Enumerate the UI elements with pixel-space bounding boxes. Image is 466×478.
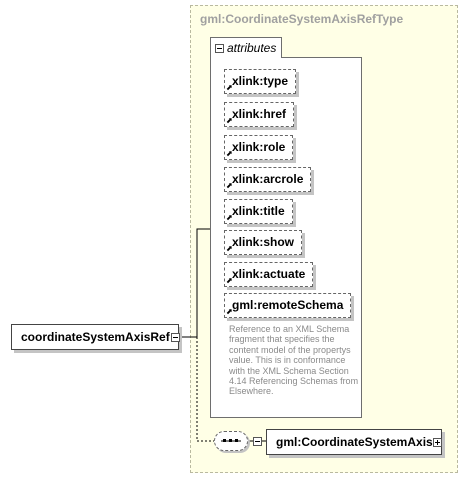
reference-arrow-icon: ⬈ <box>226 181 233 190</box>
attribute-gml-remote-schema[interactable]: gml:remoteSchema ⬈ <box>224 293 352 318</box>
attribute-xlink-type[interactable]: xlink:type ⬈ <box>224 69 297 94</box>
child-element-box[interactable]: gml:CoordinateSystemAxis <box>266 429 442 455</box>
reference-arrow-icon: ⬈ <box>226 116 233 125</box>
attribute-xlink-actuate[interactable]: xlink:actuate ⬈ <box>224 262 314 287</box>
reference-arrow-icon: ⬈ <box>226 83 233 92</box>
attribute-xlink-show[interactable]: xlink:show ⬈ <box>224 230 303 255</box>
attribute-xlink-href[interactable]: xlink:href ⬈ <box>224 102 295 127</box>
attribute-name: xlink:arcrole <box>232 172 304 186</box>
attribute-name: xlink:type <box>232 74 289 88</box>
attributes-label: attributes <box>227 41 277 55</box>
root-element-label: coordinateSystemAxisRef <box>21 330 170 344</box>
attribute-name: xlink:href <box>232 107 287 121</box>
child-element-label: gml:CoordinateSystemAxis <box>276 435 433 449</box>
collapse-icon[interactable] <box>215 43 224 53</box>
complex-type-title: gml:CoordinateSystemAxisRefType <box>200 12 404 26</box>
attribute-xlink-role[interactable]: xlink:role ⬈ <box>224 135 294 160</box>
attribute-xlink-title[interactable]: xlink:title ⬈ <box>224 199 293 224</box>
expand-icon[interactable] <box>433 438 442 447</box>
attribute-name: gml:remoteSchema <box>232 298 344 312</box>
root-element-box[interactable]: coordinateSystemAxisRef <box>11 324 180 350</box>
attributes-tab[interactable]: attributes <box>210 37 283 58</box>
reference-arrow-icon: ⬈ <box>226 149 233 158</box>
reference-arrow-icon: ⬈ <box>226 276 233 285</box>
sequence-collapse-icon[interactable] <box>253 437 262 446</box>
reference-arrow-icon: ⬈ <box>226 244 233 253</box>
attribute-name: xlink:role <box>232 140 286 154</box>
attribute-name: xlink:title <box>232 204 285 218</box>
attribute-name: xlink:actuate <box>232 267 306 281</box>
attribute-xlink-arcrole[interactable]: xlink:arcrole ⬈ <box>224 167 312 192</box>
sequence-compositor[interactable] <box>214 431 248 451</box>
sequence-icon <box>221 439 241 442</box>
attribute-name: xlink:show <box>232 235 295 249</box>
remote-schema-documentation: Reference to an XML Schema fragment that… <box>229 324 359 397</box>
reference-arrow-icon: ⬈ <box>226 307 233 316</box>
reference-arrow-icon: ⬈ <box>226 213 233 222</box>
collapse-icon[interactable] <box>171 333 180 342</box>
